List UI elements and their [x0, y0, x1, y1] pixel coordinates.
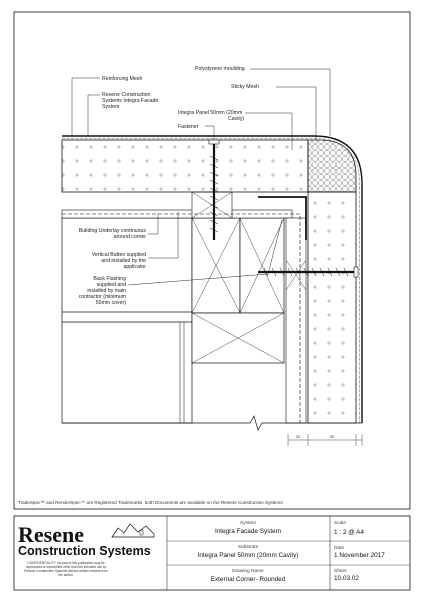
label-underlay-1: Building Underlay continuous — [79, 228, 147, 234]
break-line — [62, 415, 362, 431]
confidential-3: Resene Construction Systems without writ… — [24, 569, 108, 573]
scale-value: 1 : 2 @ A4 — [334, 529, 364, 536]
resene-logo: Resene Construction Systems — [18, 522, 155, 558]
sheet-border — [13, 11, 411, 510]
drawing-name-label: Drawing Name — [232, 568, 264, 574]
label-reinforcing-mesh: Reinforcing Mesh — [102, 76, 142, 82]
system-value: Integra Facade System — [215, 528, 281, 535]
label-flashing-1: Back Flashing — [93, 276, 126, 282]
dimension-30: 30 — [330, 435, 334, 439]
confidential-4: the author. — [58, 573, 73, 577]
reinforcing-mesh — [62, 135, 363, 423]
scale-label: Scale — [334, 520, 346, 526]
label-sticky-mesh: Sticky Mesh — [231, 84, 259, 90]
label-flashing-2: supplied and — [97, 282, 127, 288]
label-resene-system-2: Systems Integra Facade — [102, 98, 158, 104]
integra-panel-top — [61, 139, 309, 193]
date-label: Date — [334, 545, 344, 551]
title-block: Resene Construction Systems CONFIDENTIAL… — [13, 515, 411, 591]
label-fastener: Fastener — [178, 124, 199, 130]
confidential-2: reproduced or transmitted other than the… — [26, 565, 107, 569]
substrate-label: Substrate — [238, 544, 259, 550]
label-integra-panel-1: Integra Panel 50mm (20mm — [178, 110, 242, 116]
detail-drawing: 20 30 — [61, 135, 363, 446]
label-polystyrene-moulding: Polystyrene moulding — [195, 66, 245, 72]
date-value: 1 November 2017 — [334, 552, 385, 559]
polystyrene-moulding — [307, 139, 357, 193]
logo-line1: Resene — [18, 522, 84, 547]
building-underlay — [62, 213, 301, 423]
dimension-lines: 20 30 — [287, 434, 363, 446]
stud-frame — [61, 217, 193, 424]
integra-panel-side — [307, 191, 357, 424]
substrate-value: Integra Panel 50mm (20mm Cavity) — [198, 552, 299, 559]
sheet-value: 10.03.02 — [334, 575, 359, 582]
confidential-1: CONFIDENTIALITY: No part of this publica… — [27, 561, 104, 565]
label-batten-2: and installed by the — [101, 258, 146, 264]
label-resene-system-1: Resene Construction — [102, 92, 151, 98]
label-flashing-4: contractor (minimum — [79, 294, 126, 300]
label-batten-1: Vertical Batten supplied — [92, 252, 146, 258]
back-flashing — [258, 196, 307, 240]
label-resene-system-3: System — [102, 104, 119, 110]
label-flashing-5: 50mm cover) — [96, 300, 127, 306]
label-flashing-3: installed by main — [87, 288, 126, 294]
system-label: System — [240, 520, 256, 526]
fastener-horizontal — [258, 266, 359, 278]
label-integra-panel-2: Cavity) — [228, 116, 244, 122]
label-underlay-2: around corner — [114, 234, 147, 240]
dimension-20: 20 — [296, 435, 300, 439]
fastener-vertical — [208, 139, 220, 240]
label-batten-3: applicator — [124, 264, 147, 270]
annotations — [71, 68, 331, 286]
sheet-label: Sheet — [334, 568, 347, 574]
drawing-name-value: External Corner- Rounded — [211, 576, 286, 583]
logo-line2: Construction Systems — [18, 544, 151, 558]
trademark-note: TradeSpec™ and RenderSpec™ are Registere… — [18, 500, 283, 505]
